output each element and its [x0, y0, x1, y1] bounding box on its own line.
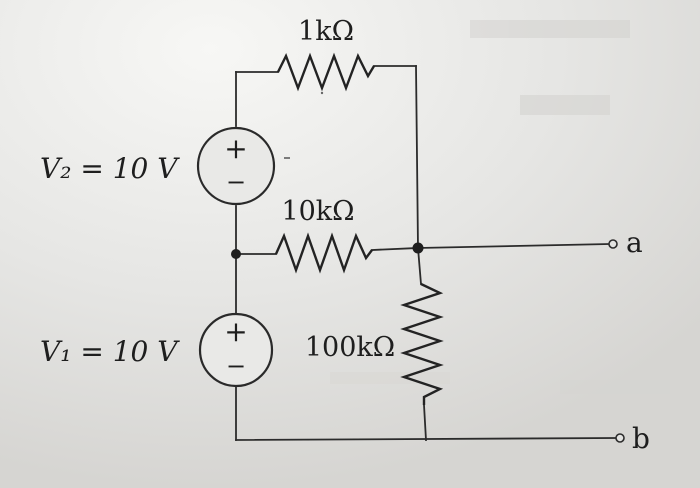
wire-right-vertical	[415, 65, 419, 249]
wire-r3-bottom	[423, 404, 427, 441]
label-1k: 1kΩ	[298, 16, 354, 47]
resistor-100k	[400, 282, 444, 405]
voltage-source-v1: + −	[198, 312, 274, 388]
terminal-a	[608, 239, 618, 249]
source-v1-circle	[198, 312, 274, 388]
terminal-a-label: a	[626, 226, 643, 259]
label-v2: V₂ = 10 V	[40, 152, 180, 185]
label-100k: 100kΩ	[305, 332, 395, 363]
resistor-1k	[276, 52, 376, 92]
wires	[235, 65, 617, 441]
junction-right	[412, 242, 424, 254]
bleed-through	[330, 20, 670, 394]
label-v1: V₁ = 10 V	[40, 335, 180, 368]
stray-dot	[320, 91, 324, 95]
wire-to-b	[235, 437, 617, 441]
source-v2-circle	[196, 126, 276, 206]
voltage-source-v2: + −	[196, 126, 276, 206]
source-v1-plus: +	[224, 315, 247, 348]
label-10k: 10kΩ	[281, 196, 354, 227]
terminal-b	[615, 433, 625, 443]
wire-r3-top	[417, 247, 422, 285]
terminal-b-label: b	[632, 422, 650, 455]
resistor-10k	[274, 232, 373, 274]
source-v2-plus: +	[224, 132, 247, 165]
wire-to-a	[417, 243, 610, 249]
wire-mid-right	[371, 247, 419, 251]
junction-left	[231, 249, 241, 259]
source-v1-minus: −	[226, 352, 246, 380]
source-v2-minus: −	[226, 168, 246, 196]
